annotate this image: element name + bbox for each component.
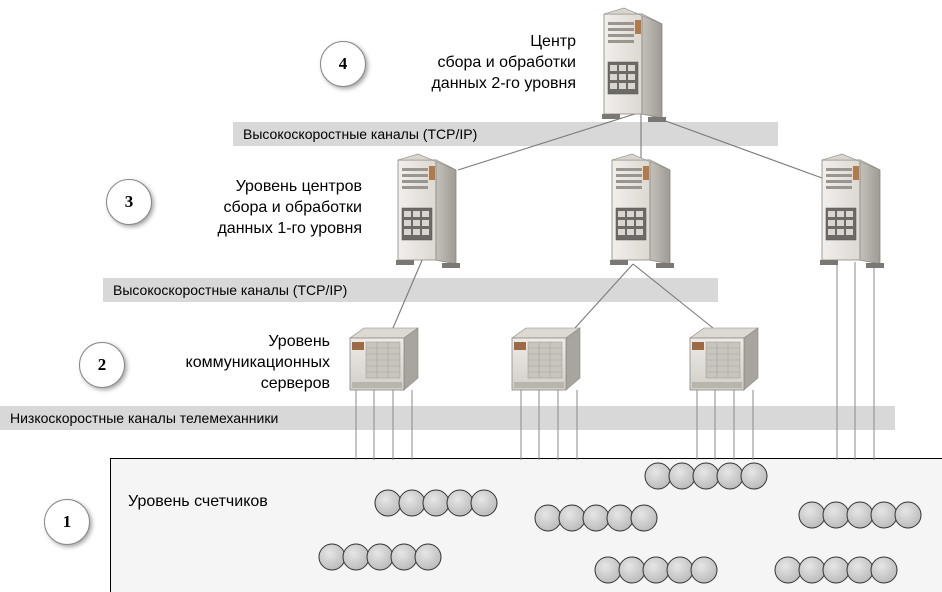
server-hub-left — [395, 153, 461, 269]
meter-icon — [870, 556, 898, 584]
meter-icon — [692, 462, 720, 490]
meter-icon — [398, 489, 426, 517]
meter-groups — [318, 462, 922, 584]
meter-group — [374, 489, 498, 517]
meter-icon — [594, 556, 622, 584]
server-hub-right — [819, 153, 885, 269]
meter-icon — [342, 543, 370, 571]
server-center-level2 — [601, 7, 667, 123]
meter-icon — [390, 543, 418, 571]
meter-icon — [666, 556, 694, 584]
meter-icon — [318, 543, 346, 571]
level-3-caption-line: данных 1-го уровня — [217, 220, 362, 237]
level-1-caption: Уровень счетчиков — [128, 493, 268, 510]
channel-band-top: Высокоскоростные каналы (TCP/IP) — [233, 122, 778, 146]
comm-server-1 — [349, 327, 419, 391]
level-4-caption-line: данных 2-го уровня — [431, 75, 576, 92]
meter-icon — [822, 501, 850, 529]
meter-icon — [644, 462, 672, 490]
meter-icon — [798, 501, 826, 529]
meter-icon — [740, 462, 768, 490]
channel-band-bottom: Низкоскоростные каналы телемеханники — [0, 406, 895, 430]
meter-icon — [716, 462, 744, 490]
level-badge-1: 1 — [44, 499, 90, 545]
meter-group — [318, 543, 442, 571]
meter-group — [774, 556, 898, 584]
level-2-caption: Уровень коммуникационных серверов — [186, 331, 330, 394]
meter-icon — [630, 504, 658, 532]
level-badge-3: 3 — [106, 179, 152, 225]
drop-lines — [355, 262, 875, 460]
meter-icon — [414, 543, 442, 571]
level-2-caption-line: коммуникационных — [185, 354, 330, 371]
meter-icon — [374, 489, 402, 517]
connection-lines — [392, 111, 823, 329]
link-hub-middle-to-server-3 — [632, 263, 714, 329]
level-2-caption-line: серверов — [260, 375, 330, 392]
level-2-caption-line: Уровень — [268, 333, 330, 350]
meter-icon — [534, 504, 562, 532]
channel-band-bottom-label: Низкоскоростные каналы телемеханники — [10, 410, 279, 426]
meter-icon — [470, 489, 498, 517]
level-3-caption-line: Уровень центров — [235, 178, 362, 195]
level-4-caption-line: Центр — [530, 33, 576, 50]
comm-server-3 — [689, 327, 759, 391]
meter-icon — [558, 504, 586, 532]
meter-icon — [366, 543, 394, 571]
meter-icon — [446, 489, 474, 517]
level-3-caption: Уровень центров сбора и обработки данных… — [217, 176, 362, 239]
channel-band-middle: Высокоскоростные каналы (TCP/IP) — [103, 278, 718, 302]
link-hub-middle-to-server-2 — [574, 263, 634, 329]
meter-icon — [690, 556, 718, 584]
level-4-caption-line: сбора и обработки — [437, 54, 576, 71]
meter-icon — [668, 462, 696, 490]
link-center-to-hub-left — [457, 111, 642, 171]
server-hub-middle — [609, 153, 675, 269]
meter-icon — [606, 504, 634, 532]
meter-icon — [798, 556, 826, 584]
meter-icon — [774, 556, 802, 584]
meter-icon — [422, 489, 450, 517]
meter-icon — [618, 556, 646, 584]
channel-band-top-label: Высокоскоростные каналы (TCP/IP) — [243, 126, 478, 142]
link-center-to-hub-right — [640, 111, 823, 179]
channel-band-middle-label: Высокоскоростные каналы (TCP/IP) — [113, 282, 348, 298]
meter-icon — [642, 556, 670, 584]
link-hub-left-to-server-1 — [392, 257, 424, 329]
meter-icon — [822, 556, 850, 584]
level-4-caption: Центр сбора и обработки данных 2-го уров… — [431, 31, 576, 94]
meter-icon — [582, 504, 610, 532]
meter-icon — [846, 501, 874, 529]
level-badge-4: 4 — [320, 41, 366, 87]
meter-group — [534, 504, 658, 532]
meter-icon — [894, 501, 922, 529]
meter-group — [798, 501, 922, 529]
meter-group — [594, 556, 718, 584]
meter-icon — [870, 501, 898, 529]
meter-group — [644, 462, 768, 490]
level-3-caption-line: сбора и обработки — [223, 199, 362, 216]
meter-icon — [846, 556, 874, 584]
level-badge-2: 2 — [79, 342, 125, 388]
comm-server-2 — [511, 327, 581, 391]
